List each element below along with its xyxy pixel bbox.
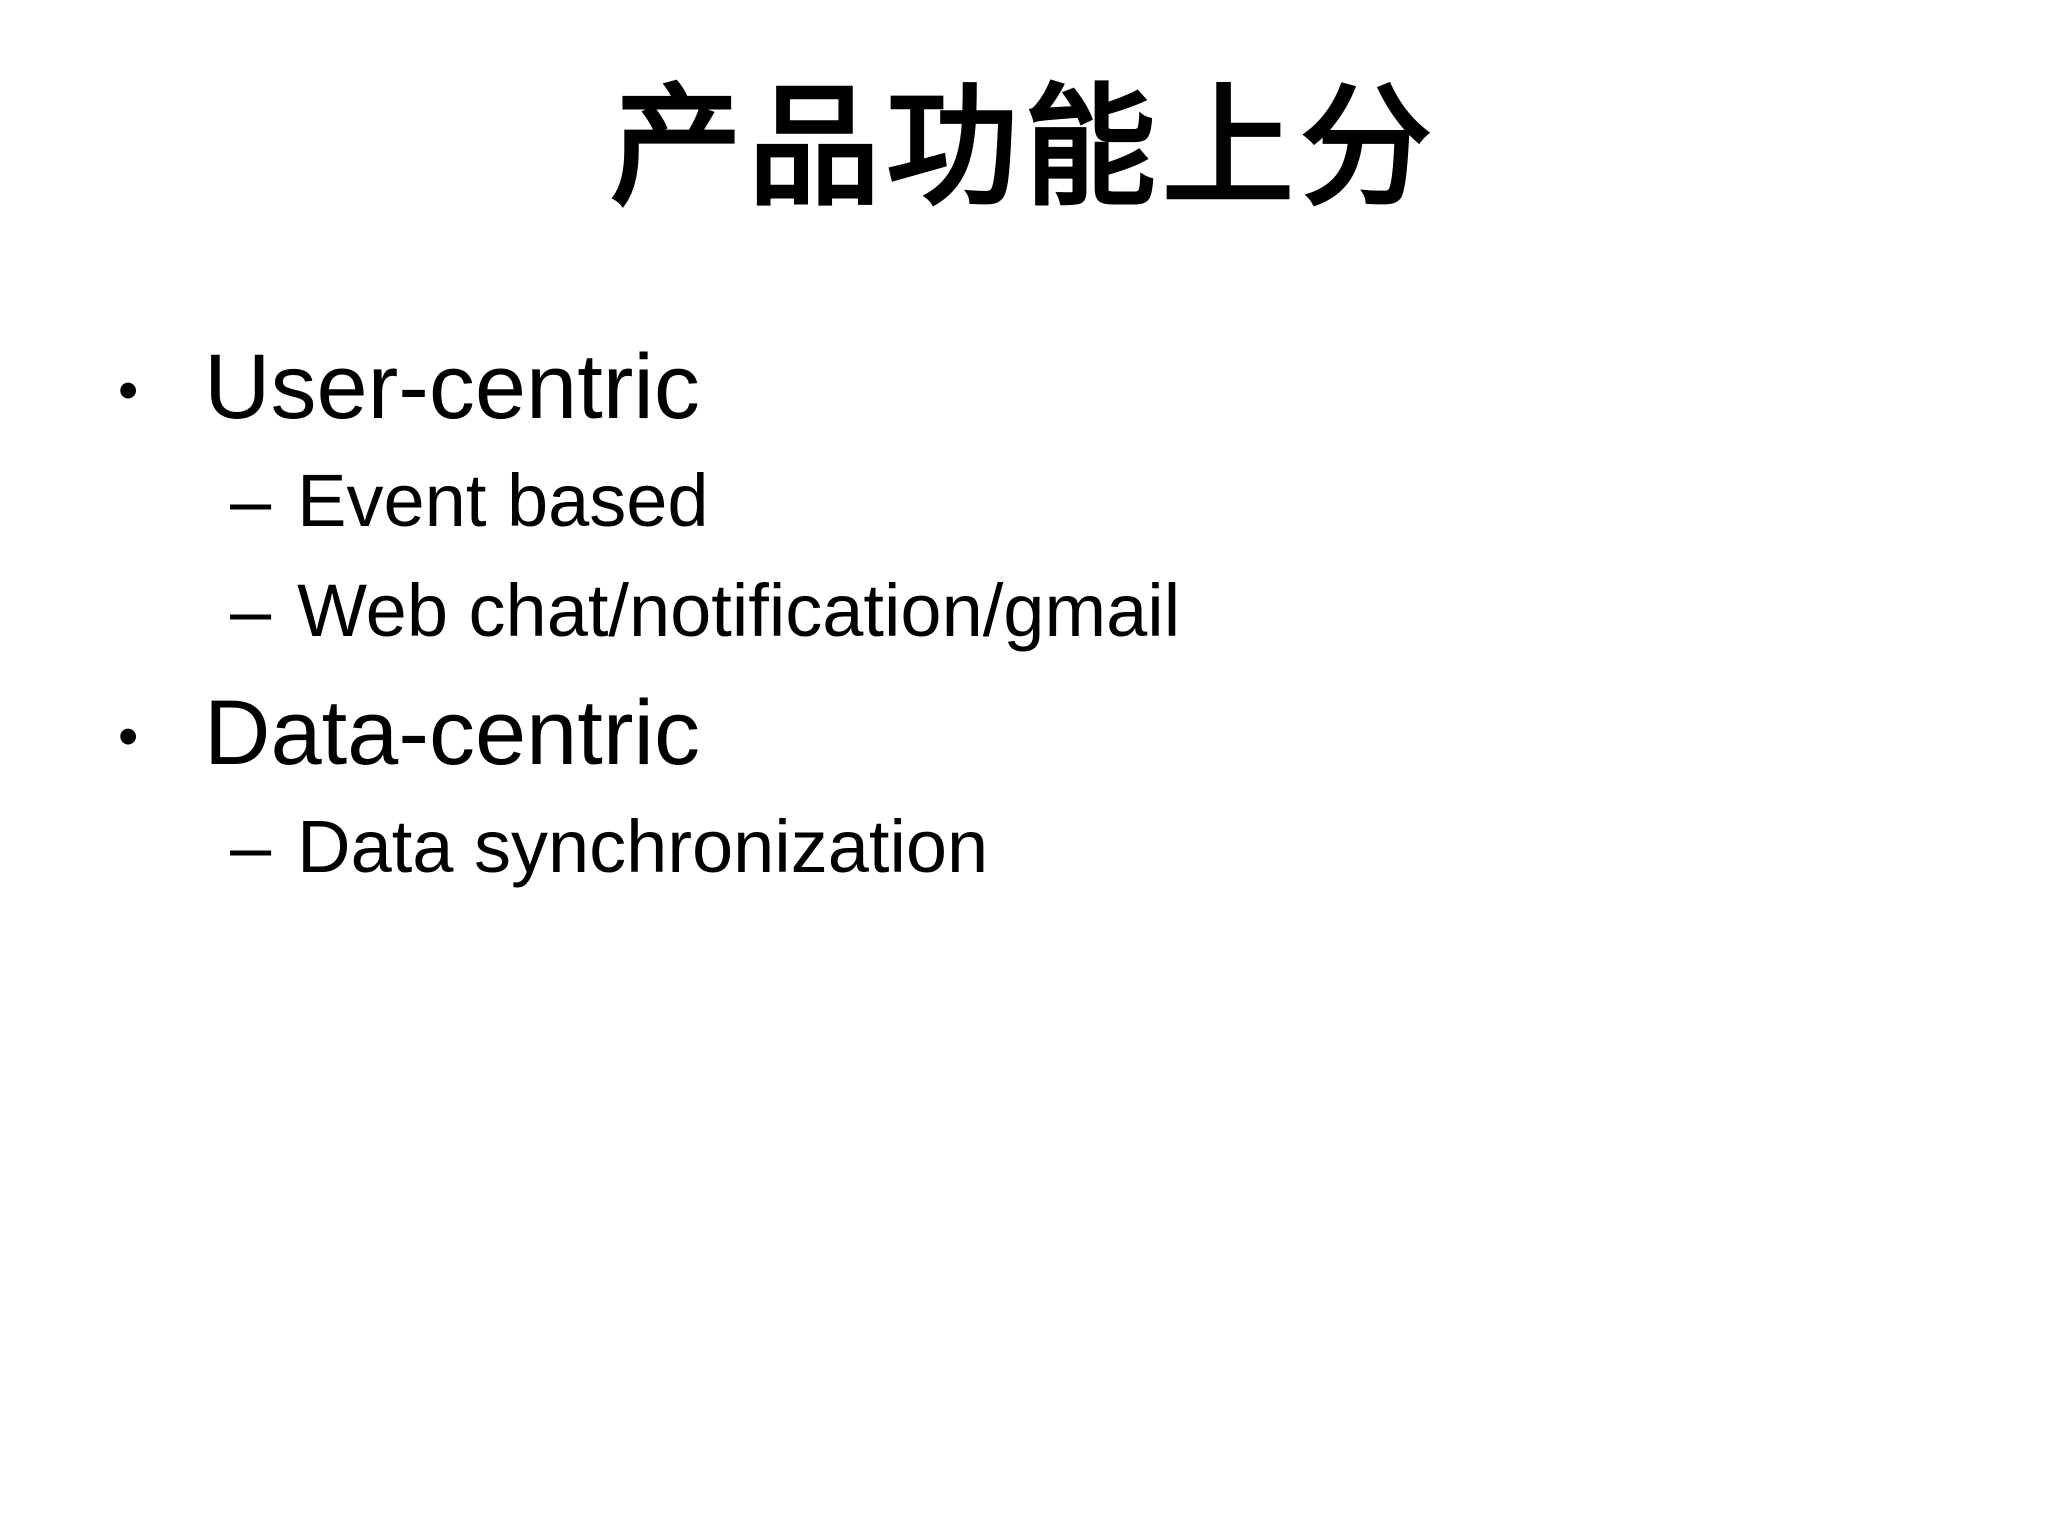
list-subitem: – Data synchronization — [230, 801, 2048, 894]
dash-icon: – — [230, 804, 272, 888]
bullet-text-data-centric: Data-centric — [204, 681, 700, 784]
bullet-dot-icon: • — [118, 357, 139, 423]
subbullet-text-data-sync: Data synchronization — [297, 804, 989, 888]
subbullet-text-web-chat: Web chat/notification/gmail — [297, 569, 1181, 653]
slide-title: 产品功能上分 — [610, 74, 1438, 221]
list-subitem: – Web chat/notification/gmail — [230, 565, 2048, 658]
bullet-text-user-centric: User-centric — [204, 335, 700, 438]
list-item: • Data-centric — [118, 676, 2048, 791]
list-subitem: – Event based — [230, 455, 2048, 548]
list-item: • User-centric — [118, 330, 2048, 445]
slide-body: • User-centric – Event based – Web chat/… — [0, 234, 2048, 894]
subbullet-text-event-based: Event based — [297, 458, 709, 542]
bullet-dot-icon: • — [118, 703, 139, 769]
dash-icon: – — [230, 569, 272, 653]
dash-icon: – — [230, 458, 272, 542]
